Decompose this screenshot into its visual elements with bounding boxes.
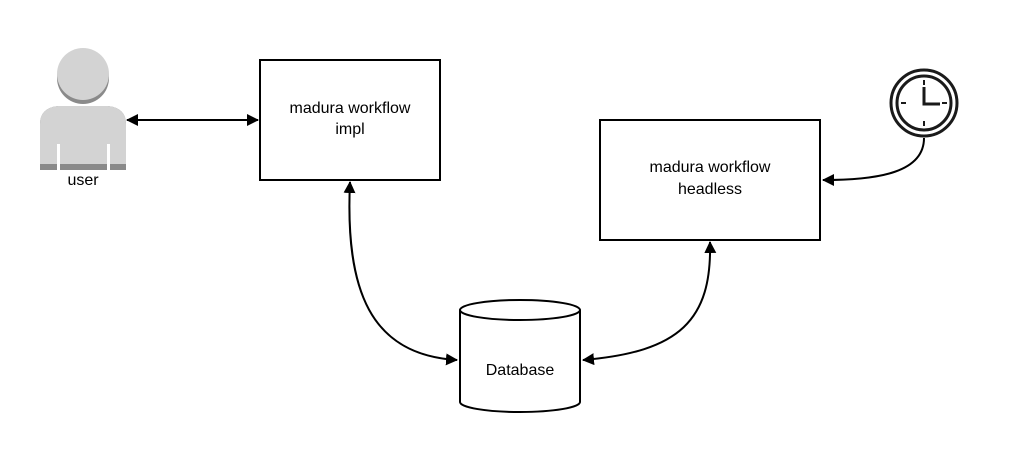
user-label: user [67,172,99,189]
headless-node: madura workflow headless [599,119,821,241]
clock-icon [889,68,959,138]
impl-label-line2: impl [335,121,364,138]
headless-label-line1: madura workflow [650,159,771,176]
user-icon [40,48,126,170]
database-label: Database [486,362,555,379]
clock-headless-connector [822,137,925,186]
impl-label-line1: madura workflow [290,100,411,117]
impl-node: madura workflow impl [259,59,441,181]
impl-database-connector [343,181,458,366]
database-headless-connector [582,241,717,366]
headless-label-line2: headless [678,181,742,198]
database-node: Database [459,299,581,413]
